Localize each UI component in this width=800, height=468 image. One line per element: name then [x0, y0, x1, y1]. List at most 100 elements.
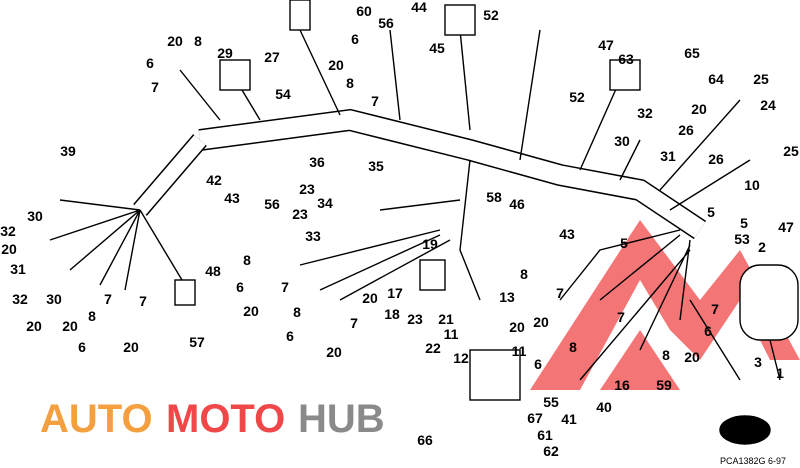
- callout-label: 6: [236, 279, 244, 295]
- callout-label: 34: [317, 195, 333, 211]
- callout-label: 67: [527, 410, 543, 426]
- callout-label: 7: [139, 293, 147, 309]
- callout-label: 6: [351, 31, 359, 47]
- callout-label: 52: [483, 7, 499, 23]
- watermark-moto: MOTO: [166, 397, 285, 441]
- callout-label: 7: [350, 315, 358, 331]
- callout-label: 8: [346, 75, 354, 91]
- callout-label: 7: [556, 285, 564, 301]
- callout-label: 52: [569, 89, 585, 105]
- callout-label: 53: [734, 231, 750, 247]
- callout-label: 18: [384, 306, 400, 322]
- callout-label: 26: [678, 122, 694, 138]
- callout-label: 29: [217, 45, 233, 61]
- callout-label: 8: [194, 33, 202, 49]
- callout-label: 20: [328, 57, 344, 73]
- watermark-hub: HUB: [298, 397, 385, 441]
- callout-label: 58: [486, 189, 502, 205]
- callout-label: 43: [224, 190, 240, 206]
- watermark-logo: [530, 220, 800, 390]
- callout-label: 1: [776, 365, 784, 381]
- callout-label: 7: [711, 301, 719, 317]
- callout-label: 33: [305, 228, 321, 244]
- callout-label: 59: [656, 377, 672, 393]
- callout-label: 56: [264, 196, 280, 212]
- callout-label: 55: [543, 394, 559, 410]
- callout-label: 6: [146, 55, 154, 71]
- callout-label: 8: [569, 339, 577, 355]
- callout-label: 20: [509, 319, 525, 335]
- callout-label: 13: [499, 289, 515, 305]
- callout-label: 31: [10, 261, 26, 277]
- callout-label: 40: [596, 399, 612, 415]
- callout-label: 66: [417, 432, 433, 448]
- callout-label: 45: [429, 40, 445, 56]
- callout-label: 10: [744, 177, 760, 193]
- callout-label: 5: [707, 204, 715, 220]
- callout-label: 31: [660, 148, 676, 164]
- callout-label: 12: [453, 350, 469, 366]
- callout-label: 16: [614, 377, 630, 393]
- callout-label: 30: [46, 291, 62, 307]
- callout-label: 64: [708, 71, 724, 87]
- callout-label: 20: [26, 318, 42, 334]
- callout-label: 61: [537, 427, 553, 443]
- callout-label: 62: [543, 443, 559, 459]
- figure-code: PCA1382G 6-97: [720, 456, 786, 466]
- callout-label: 24: [760, 97, 776, 113]
- callout-label: 65: [684, 45, 700, 61]
- callout-label: 8: [520, 266, 528, 282]
- callout-label: 7: [371, 93, 379, 109]
- callout-label: 25: [783, 143, 799, 159]
- callout-label: 7: [151, 79, 159, 95]
- callout-label: 30: [27, 208, 43, 224]
- callout-label: 42: [206, 172, 222, 188]
- callout-label: 5: [620, 235, 628, 251]
- callout-label: 44: [411, 0, 427, 15]
- callout-label: 8: [243, 252, 251, 268]
- callout-label: 2: [758, 239, 766, 255]
- callout-label: 32: [0, 223, 16, 239]
- callout-label: 20: [684, 349, 700, 365]
- callout-label: 20: [533, 314, 549, 330]
- callout-label: 20: [243, 303, 259, 319]
- callout-label: 6: [704, 323, 712, 339]
- callout-label: 19: [422, 236, 438, 252]
- callout-label: 56: [378, 15, 394, 31]
- callout-label: 22: [425, 340, 441, 356]
- callout-label: 20: [691, 101, 707, 117]
- callout-label: 20: [326, 344, 342, 360]
- callout-label: 5: [740, 215, 748, 231]
- callout-label: 46: [509, 196, 525, 212]
- callout-label: 47: [778, 219, 794, 235]
- callout-label: 60: [356, 3, 372, 19]
- callout-label: 8: [293, 304, 301, 320]
- callout-label: 30: [614, 133, 630, 149]
- callout-label: 41: [561, 411, 577, 427]
- watermark-text: AUTO MOTO HUB: [40, 397, 385, 441]
- callout-label: 32: [637, 105, 653, 121]
- callout-label: 7: [104, 291, 112, 307]
- callout-label: 39: [60, 143, 76, 159]
- callout-label: 63: [618, 51, 634, 67]
- callout-label: 57: [189, 334, 205, 350]
- callout-label: 8: [662, 347, 670, 363]
- callout-label: 23: [299, 181, 315, 197]
- callout-label: 23: [407, 311, 423, 327]
- callout-label: 54: [275, 86, 291, 102]
- callout-label: 25: [753, 71, 769, 87]
- callout-label: 6: [78, 339, 86, 355]
- callout-label: 11: [444, 326, 459, 342]
- watermark-auto: AUTO: [40, 397, 153, 441]
- callout-label: 6: [286, 328, 294, 344]
- callout-label: 23: [292, 206, 308, 222]
- callout-label: 35: [368, 158, 384, 174]
- callout-label: 36: [309, 154, 325, 170]
- callout-label: 43: [559, 226, 575, 242]
- callout-label: 20: [167, 33, 183, 49]
- harness-lines: [49, 0, 799, 445]
- callout-label: 47: [598, 37, 614, 53]
- callout-label: 26: [708, 151, 724, 167]
